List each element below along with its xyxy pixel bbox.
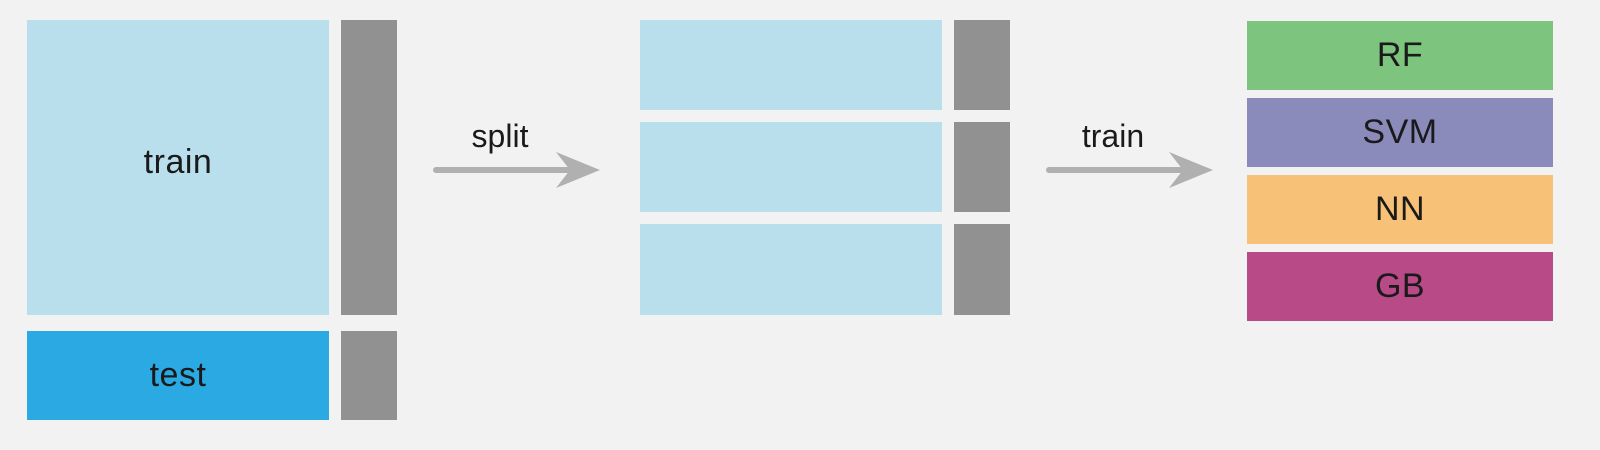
fold-1-features-block [640, 20, 942, 110]
model-svm-label: SVM [1362, 113, 1438, 151]
fold-3-features-block [640, 224, 942, 315]
train-label: train [143, 143, 213, 181]
model-gb-label: GB [1374, 267, 1426, 305]
fold-1-target-block [954, 20, 1010, 110]
train-target-block [341, 20, 397, 315]
model-nn-label: NN [1374, 190, 1426, 228]
test-target-block [341, 331, 397, 420]
fold-3-target-block [954, 224, 1010, 315]
model-svm-block [1247, 98, 1553, 167]
test-features-block [27, 331, 329, 420]
model-rf-block [1247, 21, 1553, 90]
train-arrow-label: train [1081, 118, 1145, 154]
train-features-block [27, 20, 329, 315]
split-arrow-icon [433, 152, 600, 188]
fold-2-target-block [954, 122, 1010, 212]
model-gb-block [1247, 252, 1553, 321]
model-rf-label: RF [1376, 36, 1424, 74]
fold-2-features-block [640, 122, 942, 212]
model-nn-block [1247, 175, 1553, 244]
split-arrow-label: split [471, 118, 529, 154]
test-label: test [149, 356, 207, 394]
train-arrow-icon [1046, 152, 1213, 188]
